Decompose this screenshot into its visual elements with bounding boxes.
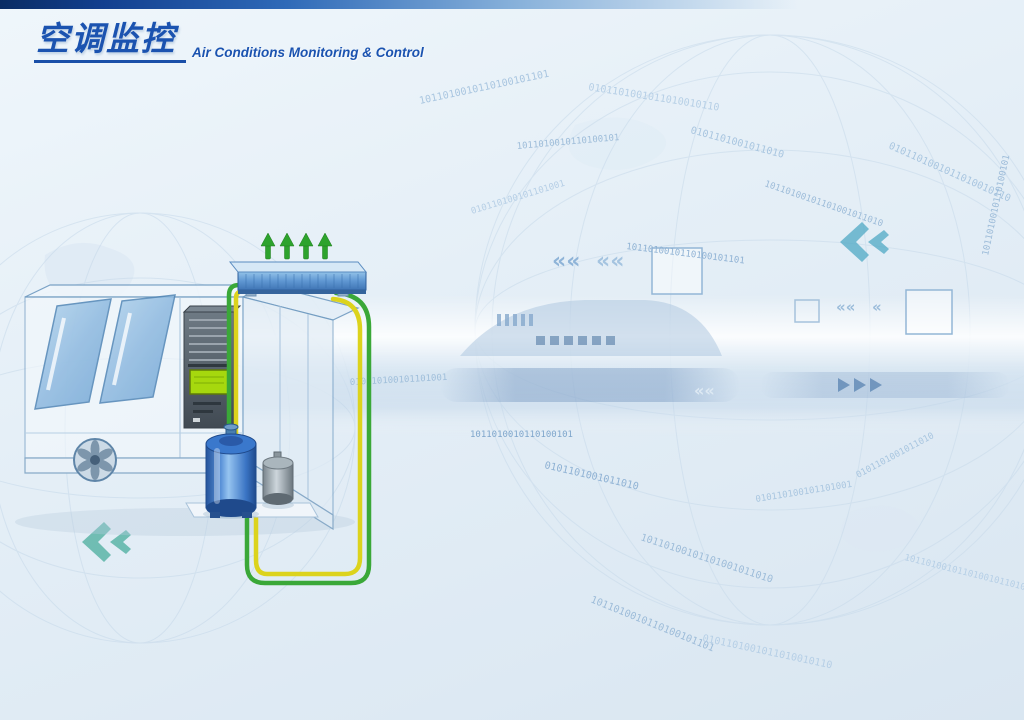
binary-decor: 0101101001011010010110 — [701, 633, 833, 671]
binary-decor: 10110100101101001011010 — [639, 532, 774, 585]
binary-decor: 0101101001011010 — [855, 431, 936, 481]
filter-panels — [34, 294, 176, 410]
compressor-tank — [205, 423, 257, 518]
chevron-decor: « — [872, 298, 882, 316]
binary-decor: 1011010010110100101101 — [418, 69, 550, 107]
arrow-decor-top-right — [840, 222, 889, 262]
binary-decor: 1011010010110100101 — [470, 430, 573, 440]
chevron-decor: «« — [596, 249, 624, 274]
binary-decor: 010110100101101001 — [755, 480, 853, 505]
condenser-unit — [228, 261, 368, 297]
arrow-decor-bottom-left — [82, 522, 131, 562]
square-decor — [651, 247, 953, 335]
header-bar — [0, 0, 1024, 9]
airflow-arrows-icon — [260, 232, 333, 260]
binary-decor: 010110100101101001 — [470, 179, 566, 217]
hvac-diagram[interactable] — [15, 232, 372, 586]
rack-display — [189, 369, 229, 395]
binary-decor: 0101101001011010 — [543, 460, 639, 492]
chevron-decor: «« — [694, 381, 715, 400]
binary-decor: 0101101001011010010110 — [588, 82, 721, 114]
binary-decor: 0101101001011010 — [689, 125, 785, 161]
page-subtitle: Air Conditions Monitoring & Control — [192, 44, 424, 60]
binary-decor: 1011010010110100101 — [981, 154, 1012, 257]
chevron-decor: «« — [552, 249, 580, 274]
receiver-cylinder — [262, 451, 294, 505]
binary-decor: 10110100101101001011010 — [903, 553, 1024, 593]
pipe-yellow-loop — [253, 296, 363, 577]
cooling-fan — [73, 438, 117, 482]
control-rack — [182, 305, 242, 429]
page-header: 空调监控 Air Conditions Monitoring & Control — [34, 21, 424, 63]
page-title: 空调监控 — [34, 21, 186, 63]
pipe-green-loop — [244, 290, 372, 586]
binary-decor: 1011010010110100101101 — [589, 595, 716, 655]
chevron-decor: «« — [836, 298, 855, 316]
binary-decor: 10110100101101001011010 — [763, 179, 884, 229]
